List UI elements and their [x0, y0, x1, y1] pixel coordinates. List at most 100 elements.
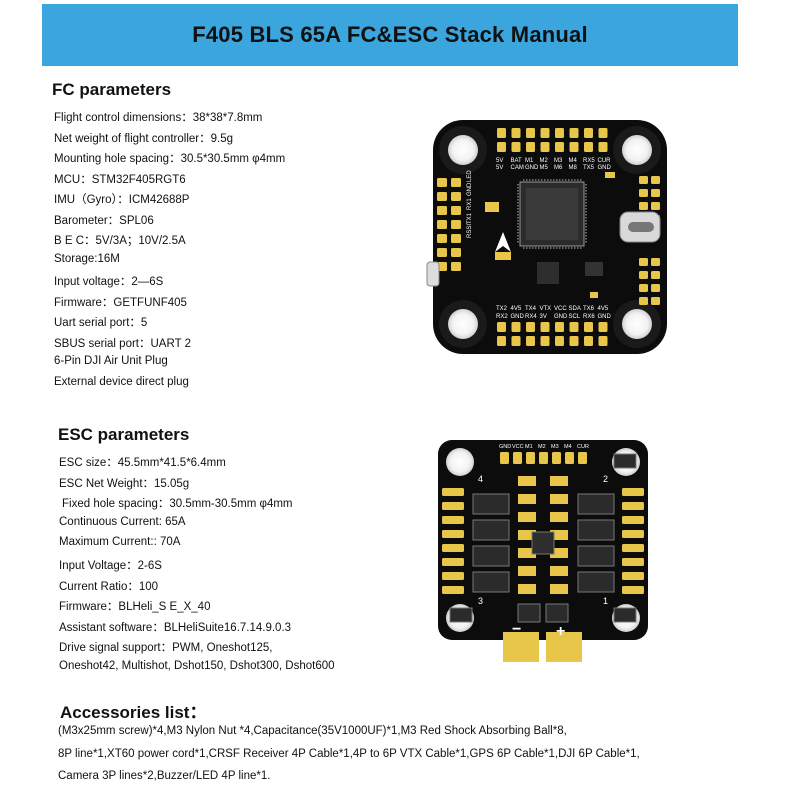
fc-top-label: M3 — [554, 158, 563, 164]
esc-minus-label: − — [512, 621, 521, 638]
fc-pad — [651, 258, 660, 266]
esc-line: Firmware：BLHeli_S E_X_40 — [59, 601, 211, 614]
fc-pad — [639, 202, 648, 210]
esc-top-label: M4 — [564, 444, 572, 450]
esc-shunt — [517, 603, 541, 623]
fc-board-image: 5V5VTX2RX2BATCAM4V5GNDM1GNDTX4RX4M2M5VTX… — [426, 120, 667, 354]
fc-silkscreen-labels: 5V5VTX2RX2BATCAM4V5GNDM1GNDTX4RX4M2M5VTX… — [467, 158, 612, 320]
esc-pad — [518, 530, 536, 540]
fc-pad — [584, 322, 593, 332]
acc-line: (M3x25mm screw)*4,M3 Nylon Nut *4,Capaci… — [58, 725, 567, 737]
fc-pad — [584, 142, 593, 152]
esc-motor-pad — [622, 544, 644, 552]
esc-mosfet — [577, 493, 615, 515]
esc-motor-pad — [442, 572, 464, 580]
esc-top-pads — [500, 452, 587, 464]
esc-motor-pad — [622, 488, 644, 496]
esc-mosfet — [472, 519, 510, 541]
fc-pad — [497, 142, 506, 152]
fc-line: Uart serial port：5 — [54, 317, 148, 329]
fc-pad — [651, 176, 660, 184]
fc-left-label: LED — [467, 170, 473, 182]
fc-bottom-label-2: RX4 — [525, 314, 537, 320]
fc-pad — [511, 128, 521, 138]
esc-capacitor — [449, 607, 473, 623]
fc-line: B E C：5V/3A；10V/2.5A — [54, 235, 186, 247]
esc-number-4: 4 — [478, 474, 483, 484]
title-banner: F405 BLS 65A FC&ESC Stack Manual — [42, 4, 738, 66]
esc-motor-pad — [622, 558, 644, 566]
esc-motor-pad — [622, 516, 644, 524]
fc-pad — [651, 297, 660, 305]
esc-line: Maximum Current:: 70A — [59, 536, 181, 549]
esc-pad — [500, 452, 509, 464]
esc-number-3: 3 — [478, 596, 483, 606]
fc-pad — [584, 128, 593, 138]
esc-motor-pad — [442, 544, 464, 552]
fc-pad — [451, 234, 461, 243]
fc-pad — [437, 206, 447, 215]
fc-line: External device direct plug — [54, 375, 189, 388]
fc-pad — [651, 189, 660, 197]
fc-pad — [569, 322, 579, 332]
esc-top-label: VCC — [512, 444, 524, 450]
fc-pad — [437, 234, 447, 243]
fc-top-label: BAT — [511, 158, 523, 164]
esc-mosfet — [577, 519, 615, 541]
esc-corner-numbers: 4 2 3 1 — [478, 474, 608, 606]
fc-bottom-label-2: RX2 — [496, 314, 508, 320]
fc-pad — [555, 142, 564, 152]
esc-number-1: 1 — [603, 596, 608, 606]
fc-bottom-label: 4V5 — [598, 306, 609, 312]
fc-top-label: M1 — [525, 158, 534, 164]
fc-line: Mounting hole spacing：30.5*30.5mm φ4mm — [54, 153, 286, 165]
esc-motor-pad — [442, 502, 464, 510]
esc-pad — [552, 452, 561, 464]
fc-top-label-2: M5 — [540, 165, 549, 171]
esc-negative-pad — [503, 632, 539, 662]
esc-pad — [550, 512, 568, 522]
fc-pad — [511, 336, 521, 346]
fc-pad — [451, 262, 461, 271]
esc-line: Assistant software：BLHeliSuite16.7.14.9.… — [59, 621, 292, 634]
fc-top-label-2: GND — [598, 165, 612, 171]
esc-plus-label: + — [556, 623, 565, 640]
fc-top-label: M4 — [569, 158, 578, 164]
fc-bottom-label-2: GND — [554, 314, 568, 320]
fc-pad — [437, 220, 447, 229]
fc-line: Input voltage：2—6S — [54, 276, 164, 288]
fc-pad — [497, 322, 506, 332]
fc-components — [485, 172, 615, 298]
esc-capacitor — [613, 607, 637, 623]
fc-usb-c-port — [619, 211, 661, 243]
esc-pad — [550, 566, 568, 576]
fc-left-label: RSSI — [467, 224, 473, 238]
fc-line: IMU（Gyro）：ICM42688P — [54, 194, 190, 206]
fc-pad — [540, 128, 550, 138]
fc-pad — [598, 128, 608, 138]
fc-line: Firmware：GETFUNF405 — [54, 296, 187, 309]
fc-pad — [451, 206, 461, 215]
fc-line: Storage:16M — [54, 252, 120, 265]
esc-motor-pad — [442, 530, 464, 538]
fc-line: SBUS serial port：UART 2 — [54, 337, 191, 350]
fc-pad — [540, 142, 550, 152]
esc-top-label: M2 — [538, 444, 546, 450]
esc-number-2: 2 — [603, 474, 608, 484]
esc-pad — [518, 584, 536, 594]
esc-shunt — [545, 603, 569, 623]
fc-pad — [639, 176, 648, 184]
fc-left-label: TX1 — [467, 212, 473, 224]
fc-top-label: M2 — [540, 158, 549, 164]
esc-pad — [550, 548, 568, 558]
fc-pad — [451, 192, 461, 201]
acc-line: Camera 3P lines*2,Buzzer/LED 4P line*1. — [58, 770, 271, 782]
esc-mosfet — [472, 493, 510, 515]
fc-pad — [569, 128, 579, 138]
fc-pad — [598, 142, 608, 152]
fc-top-label-2: TX5 — [583, 165, 595, 171]
esc-line: Input Voltage：2-6S — [59, 560, 162, 572]
fc-top-label-2: GND — [525, 165, 539, 171]
esc-mosfet — [472, 571, 510, 593]
